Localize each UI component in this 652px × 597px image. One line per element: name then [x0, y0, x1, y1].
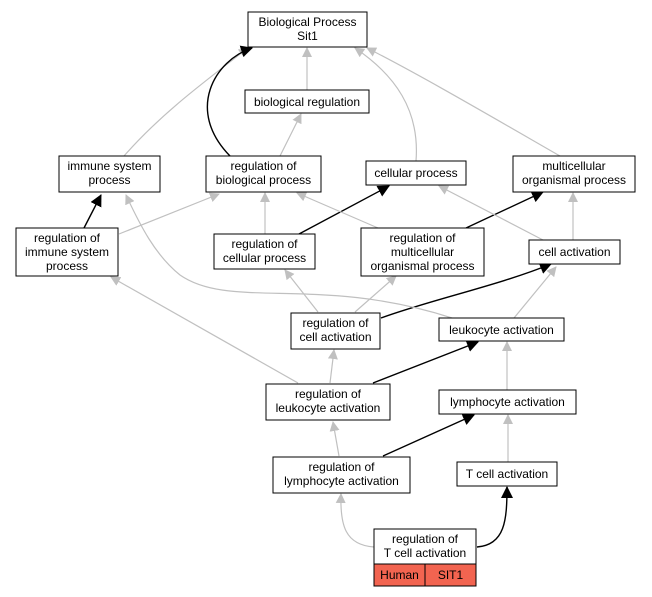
edge-regulation-of-t-cell-activation-to-t-cell-activation[interactable] — [476, 486, 513, 548]
node-cellular-process[interactable]: cellular process — [365, 160, 467, 186]
edges — [83, 45, 578, 548]
node-immune-system-process-line-2: process — [88, 173, 130, 187]
edge-regulation-of-immune-system-process-to-immune-system-process[interactable] — [83, 194, 102, 229]
node-regulation-of-biological-process-line-1: regulation of — [230, 159, 297, 173]
annotation-gene-cell — [424, 563, 477, 587]
node-regulation-of-multicellular-organismal-process-line-2: multicellular — [391, 245, 454, 259]
node-regulation-of-immune-system-process-line-1: regulation of — [34, 231, 101, 245]
node-multicellular-organismal-process-line-2: organismal process — [522, 173, 626, 187]
edge-multicellular-organismal-process-to-root — [366, 47, 561, 157]
node-lymphocyte-activation[interactable]: lymphocyte activation — [438, 389, 577, 415]
edge-cell-activation-to-cellular-process — [438, 185, 544, 241]
edge-regulation-of-cell-activation-to-regulation-of-multicellular-process — [354, 275, 397, 313]
edge-regulation-of-multicellular-process-to-multicellular-process[interactable] — [465, 191, 544, 229]
node-regulation-of-multicellular-organismal-process-line-1: regulation of — [389, 231, 456, 245]
node-regulation-of-multicellular-organismal-process[interactable]: regulation of multicellular organismal p… — [360, 227, 485, 277]
node-regulation-of-t-cell-activation-line-2: T cell activation — [384, 546, 466, 560]
node-regulation-of-cellular-process-line-2: cellular process — [223, 251, 306, 265]
edge-regulation-of-leukocyte-activation-to-leukocyte-activation[interactable] — [372, 340, 479, 384]
node-leukocyte-activation-label: leukocyte activation — [449, 323, 554, 337]
node-regulation-of-biological-process[interactable]: regulation of biological process — [205, 155, 322, 193]
node-cell-activation-label: cell activation — [538, 245, 610, 259]
node-lymphocyte-activation-label: lymphocyte activation — [450, 395, 565, 409]
node-regulation-of-cell-activation-line-1: regulation of — [302, 316, 369, 330]
edge-regulation-of-t-cell-activation-to-regulation-of-lymphocyte-activation — [335, 493, 375, 548]
edge-leukocyte-activation-to-cell-activation — [513, 266, 557, 319]
edge-immune-system-process-to-root — [123, 47, 249, 157]
edge-regulation-of-biological-process-to-biological-regulation — [279, 113, 302, 157]
node-root[interactable]: Biological Process Sit1 — [247, 11, 368, 48]
node-regulation-of-t-cell-activation[interactable]: regulation of T cell activation Human SI… — [373, 528, 477, 587]
node-root-line-1: Biological Process — [258, 15, 356, 29]
node-regulation-of-lymphocyte-activation-line-2: lymphocyte activation — [284, 474, 399, 488]
node-regulation-of-cellular-process-line-1: regulation of — [231, 237, 298, 251]
edge-leukocyte-activation-to-immune-system-process — [125, 194, 453, 319]
node-multicellular-organismal-process-line-1: multicellular — [542, 159, 605, 173]
node-cellular-process-label: cellular process — [374, 166, 457, 180]
node-regulation-of-lymphocyte-activation[interactable]: regulation of lymphocyte activation — [272, 456, 411, 494]
node-regulation-of-cell-activation-line-2: cell activation — [299, 330, 371, 344]
edge-regulation-of-lymphocyte-activation-to-lymphocyte-activation[interactable] — [382, 414, 475, 457]
node-regulation-of-immune-system-process-line-2: immune system — [25, 245, 109, 259]
edge-cellular-process-to-root — [354, 47, 418, 162]
node-regulation-of-lymphocyte-activation-line-1: regulation of — [308, 460, 375, 474]
node-regulation-of-multicellular-organismal-process-line-3: organismal process — [370, 259, 474, 273]
edge-regulation-of-leukocyte-activation-to-regulation-of-immune-system-process — [110, 276, 299, 384]
node-regulation-of-leukocyte-activation-line-1: regulation of — [295, 387, 362, 401]
node-regulation-of-immune-system-process-line-3: process — [46, 259, 88, 273]
edge-regulation-of-cellular-process-to-cellular-process[interactable] — [298, 185, 390, 235]
node-biological-regulation[interactable]: biological regulation — [244, 89, 370, 114]
annotation-species-label: Human — [380, 568, 419, 582]
node-t-cell-activation-label: T cell activation — [466, 467, 548, 481]
node-biological-regulation-label: biological regulation — [254, 95, 360, 109]
node-leukocyte-activation[interactable]: leukocyte activation — [438, 317, 565, 342]
nodes: Biological Process Sit1 biological regul… — [15, 11, 636, 587]
node-root-line-2: Sit1 — [297, 29, 318, 43]
edge-regulation-of-biological-process-to-root[interactable] — [206, 45, 253, 157]
edge-regulation-of-cell-activation-to-regulation-of-cellular-process — [284, 269, 319, 313]
node-regulation-of-immune-system-process[interactable]: regulation of immune system process — [15, 227, 119, 277]
node-cell-activation[interactable]: cell activation — [528, 239, 621, 265]
node-regulation-of-cellular-process[interactable]: regulation of cellular process — [213, 233, 316, 270]
node-t-cell-activation[interactable]: T cell activation — [456, 461, 558, 487]
node-regulation-of-leukocyte-activation-line-2: leukocyte activation — [276, 401, 381, 415]
annotation-gene-label: SIT1 — [438, 568, 464, 582]
node-multicellular-organismal-process[interactable]: multicellular organismal process — [512, 155, 636, 193]
node-regulation-of-cell-activation[interactable]: regulation of cell activation — [290, 312, 381, 350]
edge-regulation-of-multicellular-process-to-regulation-of-biological-process — [296, 191, 379, 229]
edge-regulation-of-leukocyte-activation-to-regulation-of-cell-activation — [327, 349, 338, 384]
edge-regulation-of-immune-system-process-to-regulation-of-biological-process — [118, 192, 220, 235]
node-immune-system-process-line-1: immune system — [67, 159, 151, 173]
node-regulation-of-leukocyte-activation[interactable]: regulation of leukocyte activation — [265, 383, 391, 421]
edge-regulation-of-lymphocyte-activation-to-regulation-of-leukocyte-activation — [329, 421, 340, 457]
node-regulation-of-t-cell-activation-line-1: regulation of — [392, 532, 459, 546]
node-immune-system-process[interactable]: immune system process — [58, 155, 161, 193]
edge-regulation-of-cell-activation-to-cell-activation[interactable] — [380, 262, 552, 319]
node-regulation-of-biological-process-line-2: biological process — [216, 173, 311, 187]
